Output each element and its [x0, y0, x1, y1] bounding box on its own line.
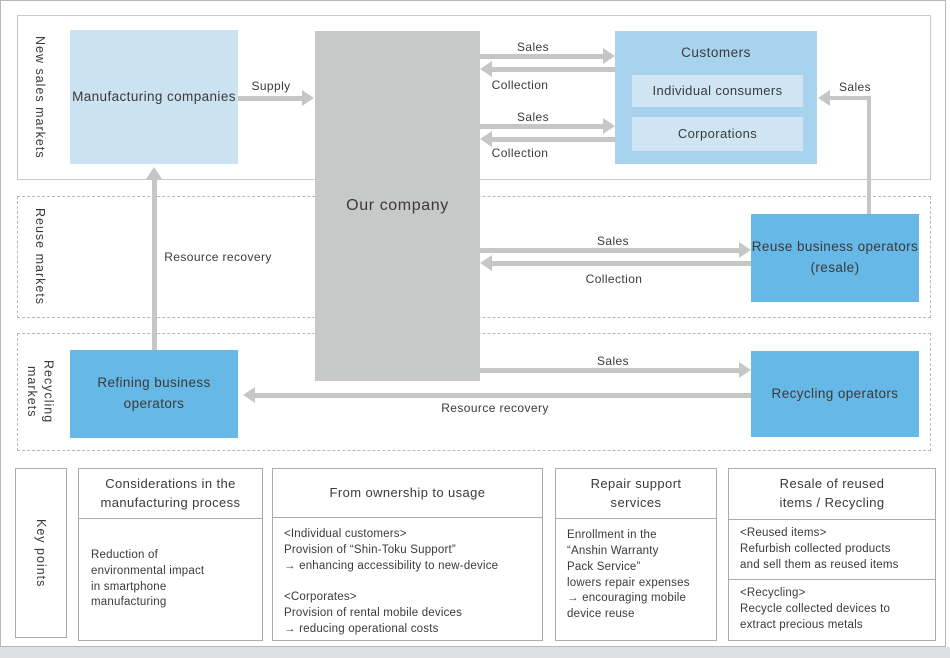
- key-points-label-box: Key points: [15, 468, 67, 638]
- key-point-ownership-title: From ownership to usage: [273, 469, 542, 518]
- key-point-resale: Resale of reused items / Recycling <Reus…: [728, 468, 936, 641]
- recycling-markets-label: Recycling markets: [25, 360, 56, 424]
- manufacturing-companies-node: Manufacturing companies: [70, 30, 238, 164]
- sales-reuse-arrow-shaft: [480, 248, 740, 253]
- key-point-manufacturing-body: Reduction of environmental impact in sma…: [91, 548, 205, 609]
- key-point-resale-title: Resale of reused items / Recycling: [779, 476, 885, 510]
- collection-reuse-arrow-shaft: [492, 261, 751, 266]
- sales-corporations-arrow-head: [603, 118, 615, 134]
- sales-recycling-label: Sales: [596, 354, 630, 368]
- resource-recovery-horizontal-label: Resource recovery: [441, 401, 549, 415]
- supply-arrow-shaft: [238, 96, 304, 101]
- reuse-to-customers-sales-label: Sales: [838, 80, 872, 94]
- our-company-label: Our company: [346, 197, 449, 214]
- key-points-label: Key points: [34, 518, 49, 588]
- customers-title: Customers: [681, 45, 751, 60]
- resource-recovery-vertical-arrow-shaft: [152, 178, 157, 350]
- collection-individual-arrow-head: [480, 61, 492, 77]
- individual-consumers-node: Individual consumers: [632, 75, 803, 107]
- key-point-repair-body: Enrollment in the “Anshin Warranty Pack …: [567, 529, 690, 621]
- supply-arrow-head: [302, 90, 314, 106]
- page-bottom-strip: [0, 647, 950, 658]
- collection-reuse-arrow-head: [480, 255, 492, 271]
- key-point-repair: Repair support services Enrollment in th…: [555, 468, 717, 641]
- sales-individual-arrow-head: [603, 48, 615, 64]
- collection-individual-label: Collection: [491, 78, 549, 92]
- sales-corporations-arrow-shaft: [480, 124, 604, 129]
- new-sales-markets-label: New sales markets: [33, 36, 48, 159]
- resource-recovery-horizontal-arrow-head: [243, 387, 255, 403]
- sales-individual-label: Sales: [516, 40, 550, 54]
- key-point-repair-title: Repair support services: [556, 469, 716, 519]
- reuse-operators-node: Reuse business operators (resale): [751, 214, 919, 302]
- collection-corporations-arrow-head: [480, 131, 492, 147]
- key-point-resale-body-bottom: <Recycling> Recycle collected devices to…: [729, 579, 935, 640]
- key-point-manufacturing-title: Considerations in the manufacturing proc…: [79, 469, 262, 519]
- reuse-to-customers-arrow-vertical: [867, 96, 871, 215]
- sales-recycling-arrow-shaft: [480, 368, 740, 373]
- collection-corporations-arrow-shaft: [492, 137, 615, 142]
- sales-reuse-arrow-head: [739, 242, 751, 258]
- our-company-node: Our company: [315, 31, 480, 381]
- collection-corporations-label: Collection: [491, 146, 549, 160]
- sales-recycling-arrow-head: [739, 362, 751, 378]
- key-point-ownership: From ownership to usage <Individual cust…: [272, 468, 543, 641]
- reuse-markets-label: Reuse markets: [33, 208, 48, 306]
- key-point-manufacturing: Considerations in the manufacturing proc…: [78, 468, 263, 641]
- reuse-to-customers-arrow-horizontal: [830, 96, 871, 100]
- resource-recovery-vertical-label: Resource recovery: [164, 250, 272, 264]
- recycling-operators-node: Recycling operators: [751, 351, 919, 437]
- refining-operators-node: Refining business operators: [70, 350, 238, 438]
- sales-individual-arrow-shaft: [480, 54, 604, 59]
- sales-reuse-label: Sales: [596, 234, 630, 248]
- resource-recovery-horizontal-arrow-shaft: [255, 393, 751, 398]
- corporations-node: Corporations: [632, 117, 803, 151]
- key-point-resale-body-top: <Reused items> Refurbish collected produ…: [729, 519, 935, 579]
- collection-reuse-label: Collection: [585, 272, 643, 286]
- collection-individual-arrow-shaft: [492, 67, 615, 72]
- reuse-to-customers-arrow-head: [818, 90, 830, 106]
- page-frame: [0, 0, 946, 647]
- customers-node: Customers Individual consumers Corporati…: [615, 31, 817, 164]
- supply-label: Supply: [251, 79, 291, 93]
- sales-corporations-label: Sales: [516, 110, 550, 124]
- key-point-ownership-body: <Individual customers> Provision of “Shi…: [284, 528, 499, 636]
- resource-recovery-vertical-arrow-head: [146, 167, 162, 179]
